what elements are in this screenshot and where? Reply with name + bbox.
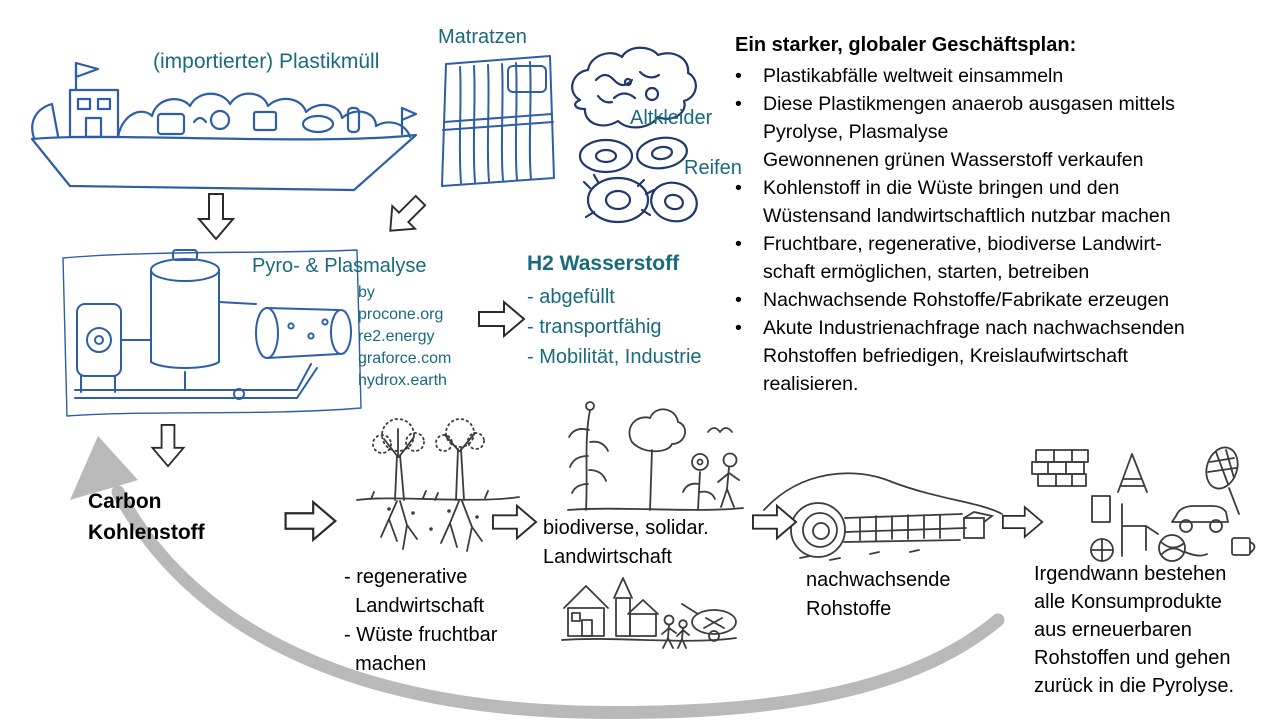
village-icon (556, 570, 741, 652)
h2-item: - transportfähig (527, 316, 662, 338)
h2-title: H2 Wasserstoff (527, 252, 680, 275)
bullet-text: Fruchtbare, regenerative, biodiverse Lan… (763, 233, 1162, 283)
bullet-item: • Plastikabfälle weltweit einsammeln (735, 62, 1277, 90)
h2-item: - abgefüllt (527, 286, 615, 308)
matratzen-label: Matratzen (438, 26, 527, 48)
arrow-down-icon (192, 193, 240, 241)
bullet-marker: • (735, 93, 742, 115)
business-plan: Ein starker, globaler Geschäftsplan: • Pl… (735, 34, 1277, 398)
bullet-item: • Akute Industrienachfrage nach nachwachs… (735, 314, 1277, 398)
mattress-icon (436, 50, 558, 192)
altkleider-label: Altkleider (630, 107, 713, 129)
credits-by: by (358, 284, 375, 301)
arrow-right-icon (1002, 505, 1044, 539)
konsum-label: Irgendwann bestehen alle Konsumprodukte … (1034, 563, 1235, 697)
biodiverse-label: biodiverse, solidar. Landwirtschaft (543, 517, 709, 568)
ship-with-plastic-waste-icon (18, 36, 428, 206)
hay-bale-field-icon (760, 442, 1005, 570)
technology-credits: by procone.org re2.energy graforce.com h… (358, 282, 451, 392)
consumer-products-icon (1026, 438, 1266, 570)
h2-item: - Mobilität, Industrie (527, 346, 702, 368)
credit-link: hydrox.earth (358, 372, 447, 389)
carbon-label: Carbon Kohlenstoff (88, 490, 205, 544)
reifen-label: Reifen (684, 157, 742, 179)
credit-link: re2.energy (358, 328, 435, 345)
bullet-marker (735, 146, 763, 174)
arrow-down-icon (146, 424, 190, 468)
bullet-item: Gewonnenen grünen Wasserstoff verkaufen (735, 146, 1277, 174)
bullet-marker: • (735, 317, 742, 339)
bullet-text: Plastikabfälle weltweit einsammeln (763, 65, 1064, 87)
old-clothes-icon (558, 38, 703, 138)
bullet-text: Diese Plastikmengen anaerob ausgasen mit… (763, 93, 1175, 143)
trees-with-roots-icon (353, 413, 523, 563)
business-plan-title: Ein starker, globaler Geschäftsplan: (735, 34, 1077, 56)
bullet-marker: • (735, 233, 742, 255)
bullet-item: • Fruchtbare, regenerative, biodiverse La… (735, 230, 1277, 286)
regenerative-label: - regenerative Landwirtschaft - Wüste fr… (344, 566, 498, 675)
bullet-text: Akute Industrienachfrage nach nachwachse… (763, 317, 1185, 395)
pyrolysis-plant-icon (55, 240, 365, 420)
arrow-right-icon (752, 503, 798, 541)
bullet-item: • Diese Plastikmengen anaerob ausgasen mi… (735, 90, 1277, 146)
bullet-marker: • (735, 289, 742, 311)
bullet-marker: • (735, 65, 742, 87)
arrow-right-icon (478, 300, 526, 338)
bullet-item: • Kohlenstoff in die Wüste bringen und de… (735, 174, 1277, 230)
recycle-loop-arrow-icon (58, 428, 1018, 720)
bullet-text: Kohlenstoff in die Wüste bringen und den… (763, 177, 1171, 227)
tires-icon (568, 126, 708, 238)
bullet-marker: • (735, 177, 742, 199)
bullet-text: Nachwachsende Rohstoffe/Fabrikate erzeug… (763, 289, 1170, 311)
plastikmuell-label: (importierter) Plastikmüll (153, 50, 380, 73)
bullet-text: Gewonnenen grünen Wasserstoff verkaufen (763, 149, 1144, 171)
arrow-right-icon (492, 503, 538, 541)
h2-block: H2 Wasserstoff - abgefüllt - transportfä… (527, 252, 702, 372)
pyrolysis-label: Pyro- & Plasmalyse (252, 255, 427, 277)
biodiverse-garden-icon (558, 388, 748, 518)
rohstoffe-label: nachwachsende Rohstoffe (806, 569, 951, 620)
credit-link: graforce.com (358, 350, 452, 367)
credit-link: procone.org (358, 306, 444, 323)
bullet-item: • Nachwachsende Rohstoffe/Fabrikate erzeu… (735, 286, 1277, 314)
arrow-down-left-icon (382, 194, 428, 234)
arrow-right-icon (282, 500, 340, 542)
